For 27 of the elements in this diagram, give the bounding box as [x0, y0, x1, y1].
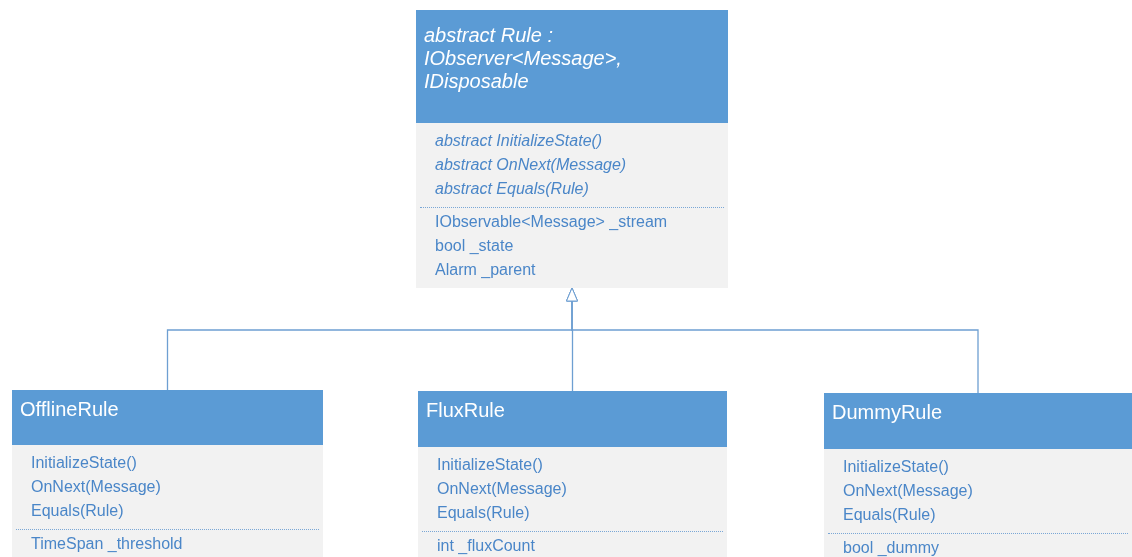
- method-text: OnNext(Message): [437, 479, 567, 499]
- method-text: Equals(Rule): [31, 501, 124, 521]
- method-text: OnNext(Message): [843, 481, 973, 501]
- method-text: abstract InitializeState(): [435, 131, 603, 151]
- method-text: abstract Equals(Rule): [435, 179, 589, 199]
- method-text: InitializeState(): [437, 455, 543, 475]
- method-text: Equals(Rule): [437, 503, 530, 523]
- class-box: [12, 390, 323, 557]
- method-text: Equals(Rule): [843, 505, 936, 525]
- field-text: int _fluxCount: [437, 536, 535, 556]
- field-text: IObservable<Message> _stream: [435, 212, 668, 232]
- class-name: abstract Rule : IObserver<Message>, IDisposable: [424, 24, 623, 93]
- field-text: Alarm _parent: [435, 260, 536, 280]
- class-name: FluxRule: [426, 399, 506, 422]
- class-name: OfflineRule: [20, 398, 120, 421]
- method-text: abstract OnNext(Message): [435, 155, 627, 175]
- class-name: DummyRule: [832, 401, 944, 424]
- method-text: InitializeState(): [843, 457, 949, 477]
- field-text: bool _state: [435, 236, 514, 256]
- field-text: TimeSpan _threshold: [31, 534, 183, 554]
- class-box: [824, 393, 1132, 557]
- field-text: bool _dummy: [843, 538, 940, 557]
- class-box: [418, 391, 727, 557]
- class-box: [416, 10, 728, 288]
- method-text: InitializeState(): [31, 453, 137, 473]
- method-text: OnNext(Message): [31, 477, 161, 497]
- inheritance-arrow: [566, 287, 979, 394]
